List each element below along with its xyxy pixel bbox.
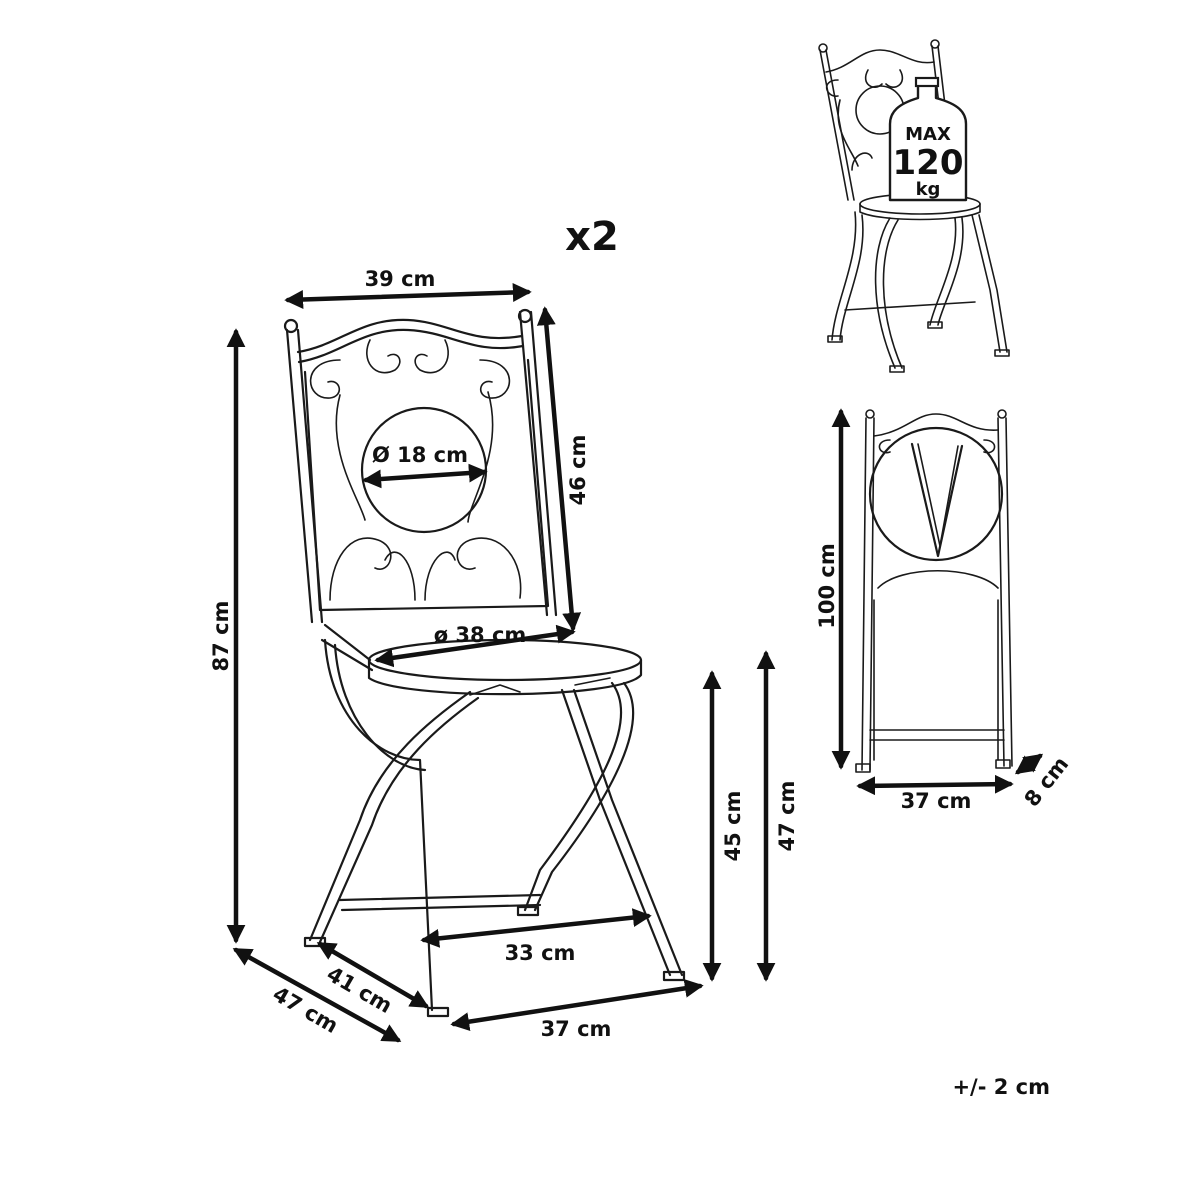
- folded-depth-arrow: [1014, 753, 1044, 775]
- backrest-height-arrow: [536, 306, 582, 632]
- front-depth-label: 41 cm: [323, 962, 396, 1018]
- quantity-label: x2: [565, 214, 619, 260]
- folded-height-label: 100 cm: [815, 543, 839, 628]
- front-width-arrow: [450, 978, 704, 1032]
- width-label: 39 cm: [365, 267, 436, 291]
- folded-width-label: 37 cm: [901, 789, 972, 813]
- medallion-diameter-label: Ø 18 cm: [372, 443, 468, 467]
- badge-unit: kg: [916, 179, 941, 200]
- seat-diameter-arrow: [374, 624, 576, 668]
- load-chair-drawing: [818, 39, 1010, 373]
- main-dimensions: 39 cm 87 cm 46 cm Ø 18 cm ø 38 cm 45 cm …: [209, 267, 799, 1043]
- seat-top-height-label: 47 cm: [775, 781, 799, 852]
- max-load-badge: MAX 120 kg: [888, 76, 968, 202]
- folded-dimensions: 100 cm 37 cm 8 cm: [815, 408, 1074, 813]
- width-arrow: [284, 283, 532, 309]
- badge-max: MAX: [905, 124, 951, 145]
- total-height-label: 87 cm: [209, 601, 233, 672]
- badge-weight: 120: [893, 143, 964, 183]
- seat-diameter-label: ø 38 cm: [434, 623, 527, 647]
- front-width-label: 37 cm: [541, 1017, 612, 1041]
- backrest-height-label: 46 cm: [566, 435, 590, 506]
- tolerance-note: +/- 2 cm: [952, 1075, 1050, 1099]
- inner-width-arrow: [420, 908, 652, 948]
- main-chair-drawing: [283, 308, 686, 1018]
- folded-chair-drawing: [855, 409, 1013, 773]
- medallion-arrow: [362, 463, 488, 489]
- inner-width-label: 33 cm: [505, 941, 576, 965]
- side-depth-arrow: [232, 947, 402, 1043]
- seat-height-label: 45 cm: [721, 791, 745, 862]
- folded-width-arrow: [856, 774, 1014, 796]
- folded-depth-label: 8 cm: [1020, 752, 1074, 811]
